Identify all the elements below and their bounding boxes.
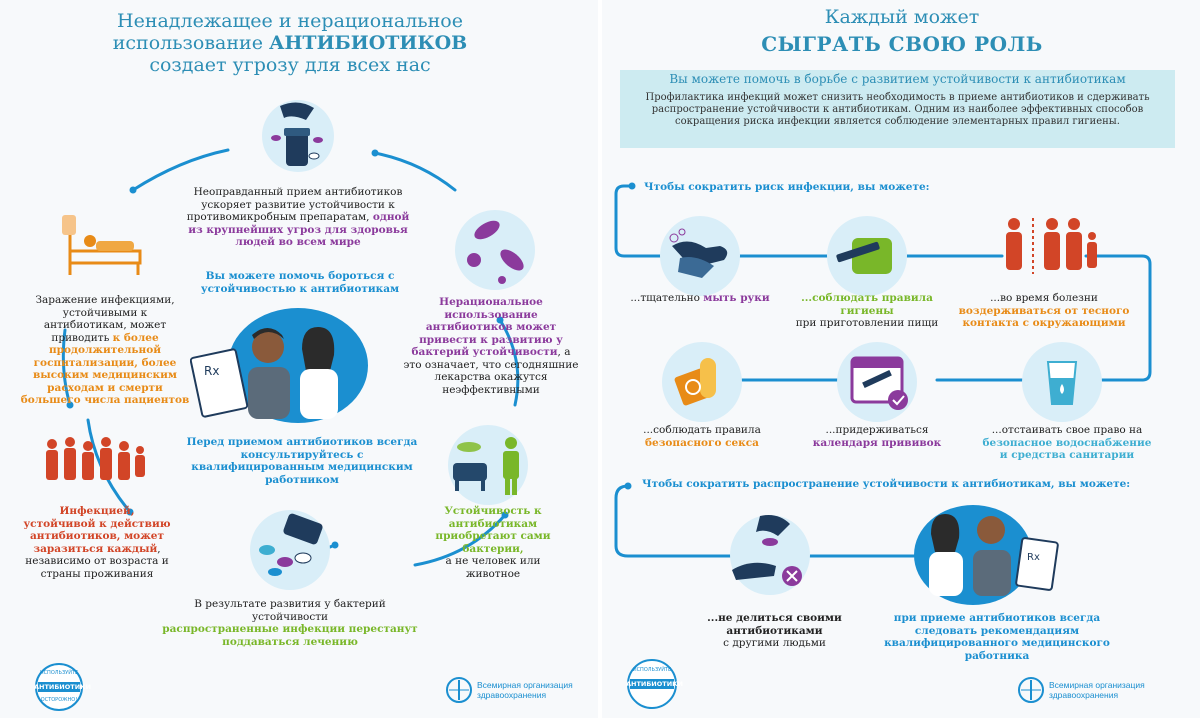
who-logo-left: Всемирная организация здравоохранения — [445, 676, 585, 706]
doctor-patient-icon: Rx — [190, 327, 338, 419]
badge-top-text: ИСПОЛЬЗУЙТЕ — [632, 667, 672, 673]
who-emblem-icon — [1018, 677, 1044, 703]
hand-pills-icon — [271, 102, 323, 166]
left-title: Ненадлежащее и нерациональное использова… — [60, 10, 520, 76]
who-logo-right: Всемирная организация здравоохранения — [1017, 676, 1167, 706]
doctors-icon: Rx — [929, 514, 1059, 596]
section2-heading: Чтобы сократить распространение устойчив… — [642, 478, 1131, 490]
left-title-line1: Ненадлежащее и нерациональное — [117, 10, 463, 32]
right-title-line1: Каждый может — [824, 6, 980, 28]
item-top-text: Неоправданный прием антибиотиков ускоряе… — [186, 186, 410, 248]
wash-hands-icon — [669, 228, 728, 278]
who-name-line2: здравоохранения — [477, 690, 547, 700]
right-title-line2: СЫГРАТЬ СВОЮ РОЛЬ — [761, 32, 1043, 56]
badge-mid-text: АНТИБИОТИКИ — [626, 680, 683, 688]
cow-human-icon — [453, 437, 519, 495]
left-title-line3: создает угрозу для всех нас — [149, 54, 431, 76]
antibiotics-badge-icon — [35, 663, 83, 711]
item-right-text: Нерациональное использование антибиотико… — [403, 296, 579, 396]
who-name-line1: Всемирная организация — [477, 680, 573, 690]
center-top-text: Вы можете помочь бороться с устойчивость… — [200, 270, 400, 295]
no-sharing-icon — [732, 515, 802, 586]
callout-body: Профилактика инфекций может снизить необ… — [645, 92, 1150, 127]
badge-bottom-text: ОСТОРОЖНО! — [40, 697, 78, 703]
flow-lines — [614, 182, 1152, 558]
condom-icon — [674, 358, 716, 406]
right-panel: Каждый может СЫГРАТЬ СВОЮ РОЛЬ Вы можете… — [602, 0, 1200, 718]
section1-heading: Чтобы сократить риск инфекции, вы можете… — [644, 181, 930, 193]
left-panel: Ненадлежащее и нерациональное использова… — [0, 0, 598, 718]
use-antibiotics-badge-left: ИСПОЛЬЗУЙТЕ АНТИБИОТИКИ ОСТОРОЖНО! — [34, 662, 91, 712]
intro-callout: Вы можете помочь в борьбе с развитием ус… — [620, 70, 1175, 148]
svg-text:Rx: Rx — [1027, 552, 1040, 563]
spilled-pills-icon — [259, 513, 323, 576]
item-lowleft-text: Инфекцией, устойчивой к действию антибио… — [23, 505, 171, 580]
callout-heading: Вы можете помочь в борьбе с развитием ус… — [669, 72, 1126, 86]
who-emblem-icon — [446, 677, 472, 703]
hospital-bed-icon — [62, 215, 142, 275]
who-name-line2: здравоохранения — [1049, 690, 1119, 700]
use-antibiotics-badge-right: ИСПОЛЬЗУЙТЕ АНТИБИОТИКИ — [626, 658, 683, 710]
badge-mid-text: АНТИБИОТИКИ — [34, 683, 91, 691]
water-glass-icon — [1046, 361, 1078, 405]
item-bottom-text: В результате развития у бактерий устойчи… — [162, 598, 418, 648]
crowd-icon — [46, 437, 145, 480]
bacteria-icon — [467, 220, 524, 284]
cutting-board-icon — [836, 238, 892, 274]
antibiotics-badge-icon — [627, 659, 677, 709]
left-title-line2: использование АНТИБИОТИКОВ — [112, 32, 468, 54]
svg-text:Rx: Rx — [204, 364, 219, 378]
center-bottom-text: Перед приемом антибиотиков всегда консул… — [186, 436, 418, 486]
item-lowright-text: Устойчивость к антибиотикам приобретают … — [435, 505, 551, 580]
people-distance-icon — [1006, 218, 1097, 274]
who-name-line1: Всемирная организация — [1049, 680, 1145, 690]
s2-item2-text: при приеме антибиотиков всегда следовать… — [884, 612, 1110, 662]
vaccine-calendar-icon — [850, 356, 908, 410]
s1-item1-text: ...тщательно мыть руки — [630, 292, 770, 304]
item-left-text: Заражение инфекциями, устойчивыми к анти… — [20, 294, 190, 406]
badge-top-text: ИСПОЛЬЗУЙТЕ — [39, 670, 79, 676]
